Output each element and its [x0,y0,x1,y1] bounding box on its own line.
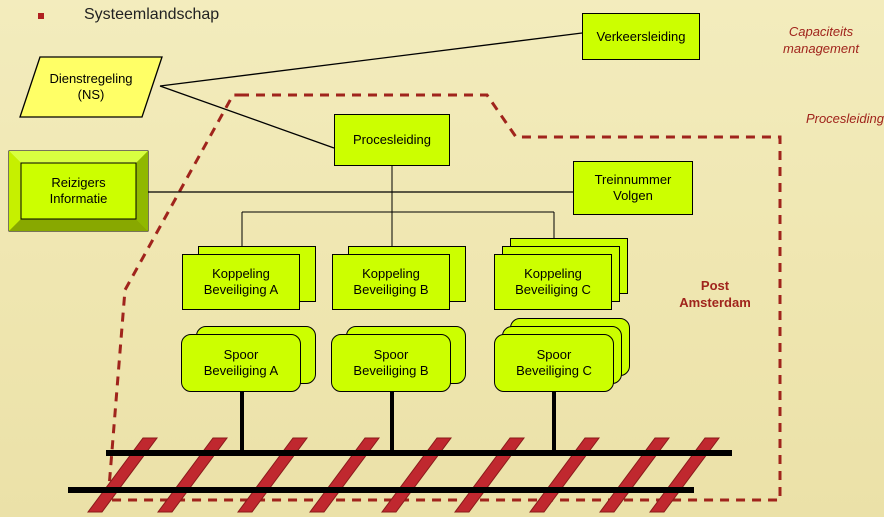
procesleiding-region-label: Procesleiding [805,111,884,126]
bullet-icon [38,13,44,19]
node-spoor-c[interactable]: Spoor Beveiliging C [494,334,614,392]
node-spoor-a[interactable]: Spoor Beveiliging A [181,334,301,392]
node-spoor-b[interactable]: Spoor Beveiliging B [331,334,451,392]
node-koppeling-c[interactable]: Koppeling Beveiliging C [494,254,612,310]
node-reizigers-informatie[interactable]: Reizigers Informatie [49,175,108,206]
connector-dienst-proces [159,85,335,149]
node-koppeling-b[interactable]: Koppeling Beveiliging B [332,254,450,310]
node-treinnummer-volgen[interactable]: Treinnummer Volgen [573,161,693,215]
post-amsterdam-label: Post Amsterdam [679,278,751,310]
dienstregeling-shape [19,56,163,118]
procesleiding-region-outline [106,93,782,502]
capaciteit-label: Capaciteits management [783,24,859,56]
node-dienstregeling[interactable]: Dienstregeling (NS) [49,71,133,102]
rail [106,450,732,456]
rail [68,487,694,493]
node-verkeersleiding[interactable]: Verkeersleiding [582,13,700,60]
connector-dienst-verkeer [159,32,583,87]
node-koppeling-a[interactable]: Koppeling Beveiliging A [182,254,300,310]
node-procesleiding[interactable]: Procesleiding [334,114,450,166]
page-title: Systeemlandschap [84,6,220,23]
track-sleepers [87,437,720,513]
